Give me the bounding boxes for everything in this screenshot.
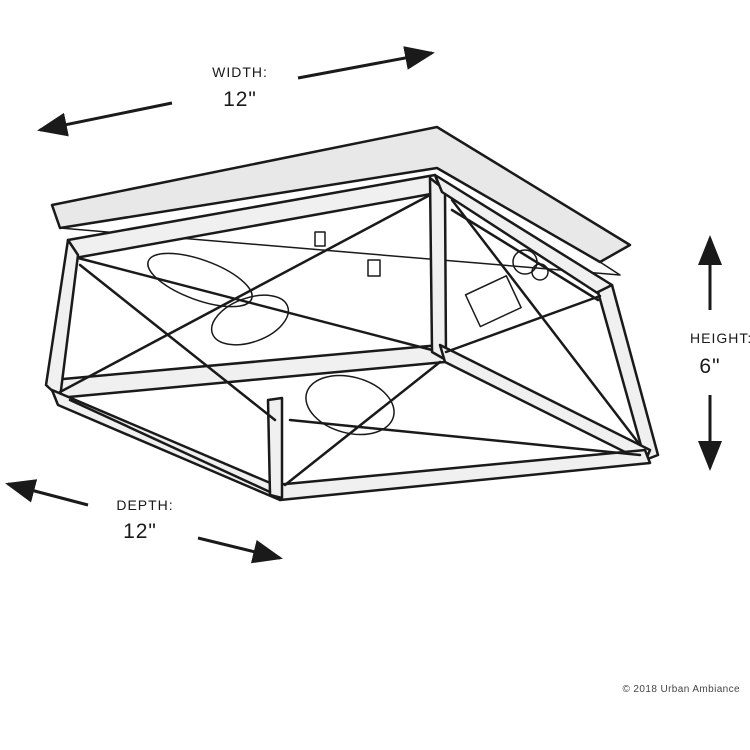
depth-value: 12" (123, 520, 157, 543)
bulb-icon (147, 231, 549, 436)
copyright-text: © 2018 Urban Ambiance (622, 684, 740, 695)
width-label: WIDTH: (212, 64, 268, 80)
height-label: HEIGHT: (690, 330, 750, 346)
width-arrows (37, 46, 435, 137)
depth-arrow-left-icon (5, 479, 89, 507)
depth-arrows (5, 479, 283, 564)
width-arrow-right-icon (297, 46, 435, 80)
width-value: 12" (223, 88, 257, 111)
depth-arrow-right-icon (197, 536, 283, 564)
depth-label: DEPTH: (116, 497, 174, 513)
ceiling-light-icon (44, 125, 660, 502)
height-value: 6" (699, 355, 721, 378)
width-arrow-left-icon (37, 101, 173, 137)
